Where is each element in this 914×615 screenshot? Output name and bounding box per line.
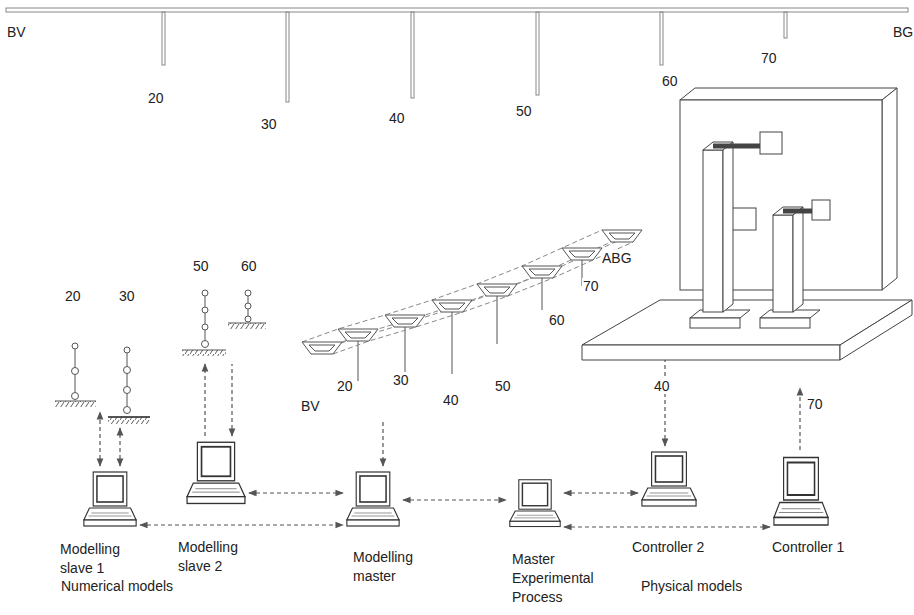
deck-pier — [497, 296, 498, 344]
deck-cell — [392, 318, 418, 324]
deck-pier — [452, 312, 453, 374]
numerical-pier-models — [55, 290, 266, 424]
deck-section — [477, 284, 517, 296]
data-link — [140, 524, 343, 525]
callout-number: 70 — [582, 278, 600, 294]
callout-number: BV — [300, 398, 321, 414]
callout-number: 30 — [118, 288, 136, 304]
deck-section — [385, 315, 425, 327]
computer-node: Modelling slave 2 — [185, 440, 247, 508]
computer-label: Controller 1 — [772, 538, 844, 557]
callout-number: 60 — [661, 73, 679, 89]
computer-node: Controller 1 — [772, 455, 830, 530]
computer-node: Modelling master — [345, 470, 401, 530]
laptop-icon — [82, 470, 138, 530]
callout-number: 30 — [392, 372, 410, 388]
deck-outline — [311, 242, 611, 354]
callout-number: 40 — [388, 110, 406, 126]
callout-number: 60 — [548, 312, 566, 328]
deck-section — [338, 329, 378, 341]
laptop-icon — [185, 440, 247, 508]
computer-label: Controller 2 — [632, 538, 704, 557]
computer-label: Modelling master — [353, 548, 435, 586]
callout-number: 20 — [64, 288, 82, 304]
computer-node: Modelling slave 1 — [82, 470, 138, 530]
data-link — [564, 492, 638, 493]
deck-pier — [405, 327, 406, 375]
data-link — [249, 492, 343, 493]
laptop-icon — [508, 478, 562, 530]
deck-outline — [302, 230, 602, 342]
deck-outline — [342, 230, 642, 342]
callout-number: 20 — [147, 90, 165, 106]
callout-number: 70 — [806, 396, 824, 412]
group-caption: Numerical models — [60, 578, 174, 594]
computer-node: Controller 2 — [640, 450, 698, 510]
group-caption: Physical models — [640, 578, 743, 594]
callout-number: 50 — [192, 258, 210, 274]
callout-number: BG — [892, 24, 914, 40]
deck-cell — [439, 303, 465, 309]
callout-number: 40 — [442, 392, 460, 408]
data-link — [403, 499, 506, 500]
deck-cell — [345, 332, 371, 338]
bridge-elevation — [6, 8, 908, 102]
physical-model — [582, 88, 912, 360]
laptop-icon — [772, 455, 830, 530]
computer-label: Modelling slave 2 — [178, 538, 260, 576]
callout-number: 20 — [336, 378, 354, 394]
deck-cell — [529, 269, 555, 275]
callout-number: ABG — [601, 250, 633, 266]
callout-number: 40 — [653, 378, 671, 394]
laptop-icon — [345, 470, 401, 530]
deck-section — [562, 248, 602, 260]
deck-section — [522, 266, 562, 278]
deck-section — [432, 300, 472, 312]
deck-cell — [484, 287, 510, 293]
computer-label: Modelling slave 1 — [60, 540, 142, 578]
deck-cell — [569, 251, 595, 257]
callout-number: 60 — [240, 258, 258, 274]
data-link — [564, 526, 770, 527]
deck-section — [602, 230, 642, 242]
callout-number: 30 — [260, 116, 278, 132]
callout-number: 50 — [494, 378, 512, 394]
callout-number: 70 — [760, 50, 778, 66]
deck-section — [302, 342, 342, 354]
computer-label: Master Experimental Process — [512, 550, 608, 607]
deck-outline — [333, 242, 633, 354]
deck-cell — [309, 345, 335, 351]
callout-number: 50 — [515, 103, 533, 119]
callout-number: BV — [6, 24, 27, 40]
deck-pier — [358, 341, 359, 381]
laptop-icon — [640, 450, 698, 510]
deck-cell — [609, 233, 635, 239]
computer-node: Master Experimental Process — [508, 478, 562, 530]
